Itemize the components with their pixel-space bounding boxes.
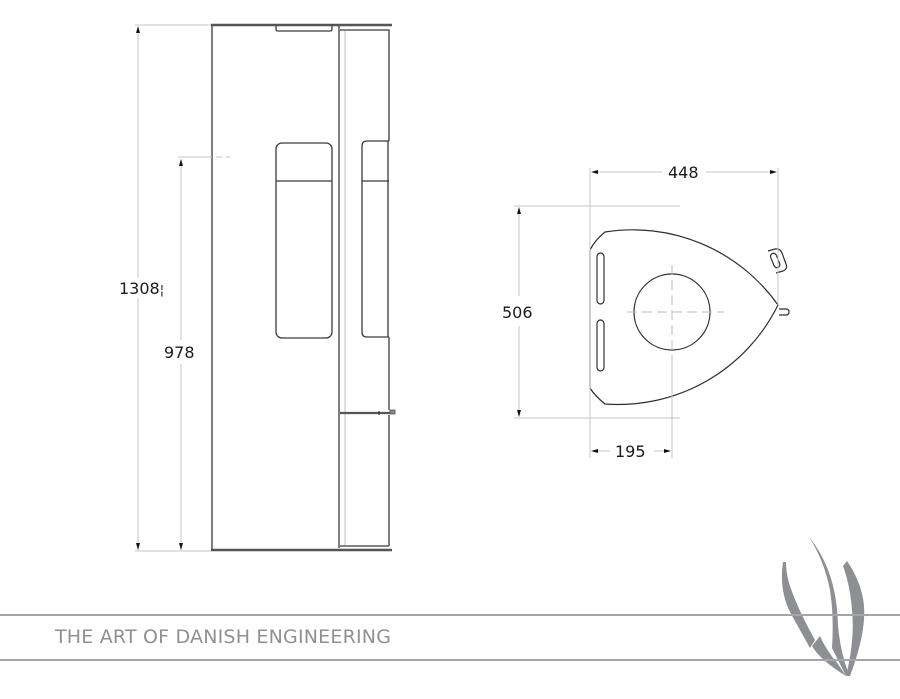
footer-rule-bottom [0,659,900,661]
top-view [589,229,790,406]
front-view-arrows [136,26,183,550]
top-view-dimensions [514,168,779,458]
top-view-arrows [517,170,777,453]
front-view-dimensions [135,24,230,552]
footer-rule-top [0,614,900,616]
top-view-centerlines [627,265,724,360]
footer-tagline: THE ART OF DANISH ENGINEERING [55,626,392,648]
dim-depth: 506 [502,303,533,322]
w-flame-logo-icon [781,537,865,676]
front-view [211,23,396,552]
dim-width: 448 [668,163,699,182]
dim-total-height: 1308¦ [119,279,164,298]
dim-opening-height: 978 [164,343,195,362]
dim-flue-offset: 195 [615,442,646,461]
